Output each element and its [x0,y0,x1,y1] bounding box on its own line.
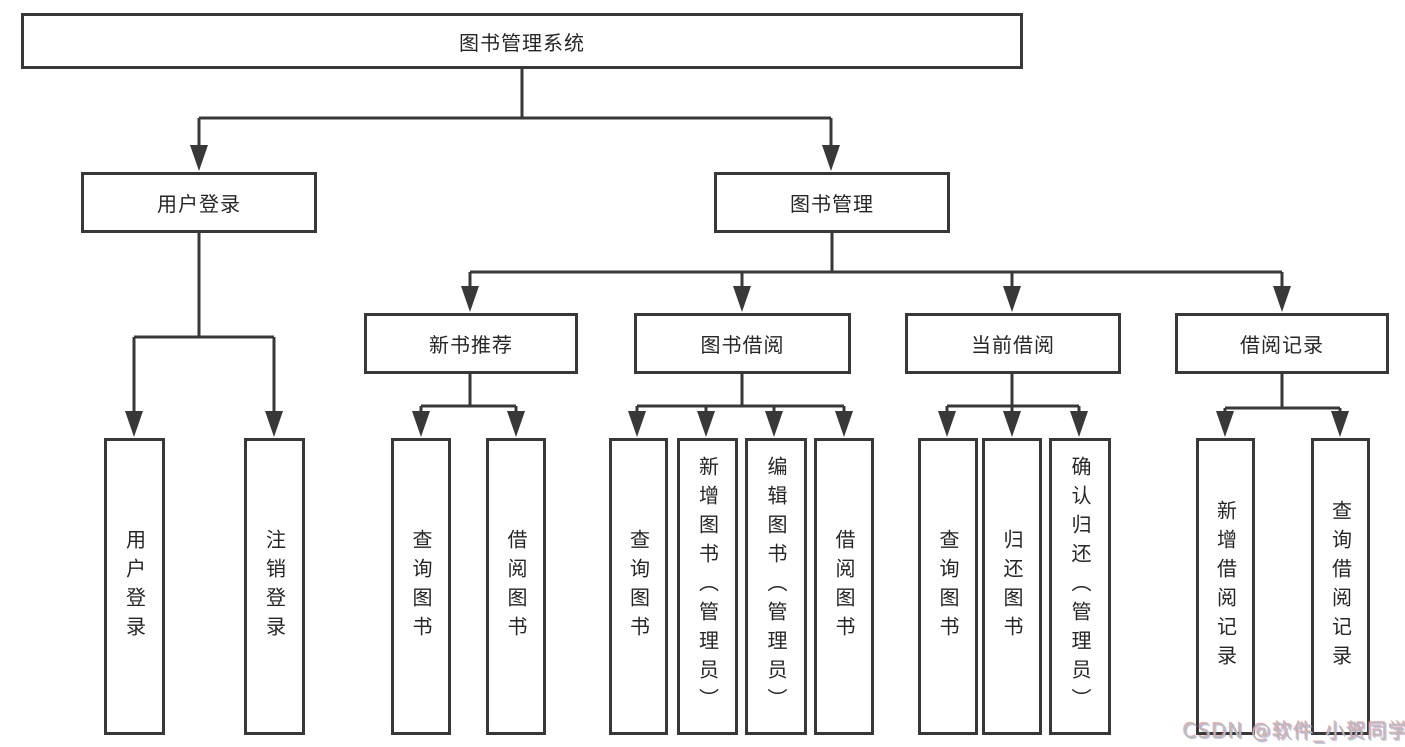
node-label: 查询图书 [626,528,651,645]
node-library-management-system: 图书管理系统 [21,13,1023,69]
node-label: 查询借阅记录 [1328,499,1353,674]
node-label: 借阅图书 [504,528,528,645]
node-label: 当前借阅 [971,333,1055,357]
leaf-borrow-books-recommend: 借阅图书 [486,438,546,735]
node-label: 查询图书 [409,528,433,645]
node-label: 注销登录 [262,528,287,645]
leaf-search-books-current: 查询图书 [918,438,978,735]
node-book-borrowing: 图书借阅 [634,313,851,374]
node-label: 用户登录 [157,192,241,216]
leaf-search-books-borrow: 查询图书 [609,438,668,735]
node-label: 归还图书 [1000,528,1024,645]
node-label: 查询图书 [936,528,960,645]
node-user-login: 用户登录 [81,172,317,233]
node-new-book-recommendation: 新书推荐 [364,313,578,374]
node-label: 新增图书（管理员） [695,456,720,717]
leaf-user-login: 用户登录 [104,438,165,735]
node-label: 图书管理 [790,192,874,216]
node-label: 借阅记录 [1240,333,1324,357]
node-current-borrowing: 当前借阅 [905,313,1121,374]
node-label: 新书推荐 [429,333,513,357]
leaf-confirm-return-admin: 确认归还（管理员） [1049,438,1111,735]
leaf-return-books: 归还图书 [982,438,1042,735]
leaf-add-borrow-record: 新增借阅记录 [1196,438,1255,735]
node-label: 图书借阅 [700,333,785,357]
node-label: 用户登录 [122,528,147,645]
node-borrowing-records: 借阅记录 [1175,313,1389,374]
node-label: 新增借阅记录 [1213,499,1238,674]
node-label: 借阅图书 [832,528,856,645]
leaf-add-books-admin: 新增图书（管理员） [677,438,738,735]
leaf-borrow-books: 借阅图书 [814,438,874,735]
leaf-edit-books-admin: 编辑图书（管理员） [745,438,807,735]
node-book-management: 图书管理 [714,172,950,233]
leaf-search-books-recommend: 查询图书 [391,438,451,735]
leaf-logout: 注销登录 [244,438,305,735]
node-label: 图书管理系统 [459,30,585,55]
node-label: 确认归还（管理员） [1068,456,1092,717]
node-label: 编辑图书（管理员） [764,456,788,717]
leaf-search-borrow-record: 查询借阅记录 [1311,438,1370,735]
csdn-watermark: CSDN @软件_小贺同学 [1183,719,1405,743]
